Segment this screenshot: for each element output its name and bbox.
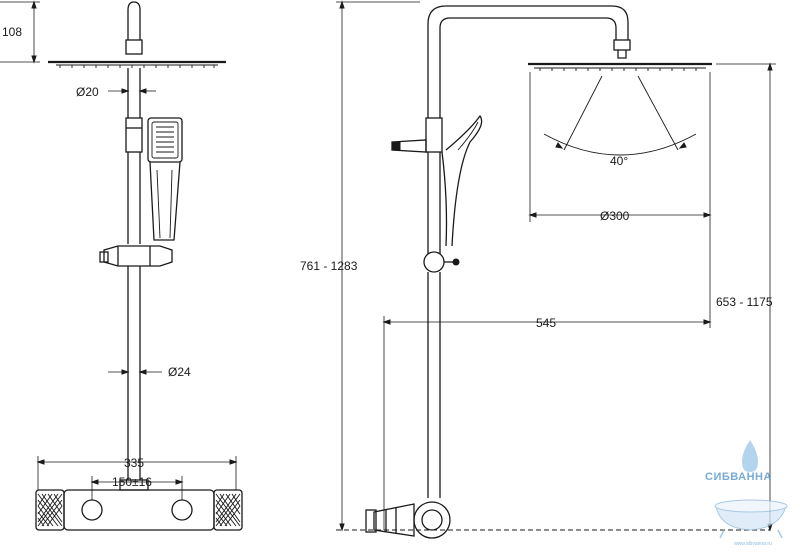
bar-diameter-label: Ø20 [76,85,99,99]
spray-angle-label: 40° [610,154,628,168]
pipe-diameter-label: Ø24 [168,365,191,379]
head-to-mixer-height-label: 653 - 1175 [716,295,773,309]
connection-spacing-label: 150±16 [112,475,152,489]
side-view [336,0,776,539]
watermark-brand: СИБВАННА [705,471,772,483]
watermark-logo: СИБВАННА www.sibvanna.ru [705,440,788,547]
mixer-width-label: 335 [124,456,144,470]
watermark-url: www.sibvanna.ru [734,541,772,547]
front-view [0,0,243,531]
head-height-label: 108 [2,25,22,39]
total-height-label: 761 - 1283 [300,259,358,273]
head-diameter-label: Ø300 [600,209,630,223]
arm-reach-label: 545 [536,316,556,330]
